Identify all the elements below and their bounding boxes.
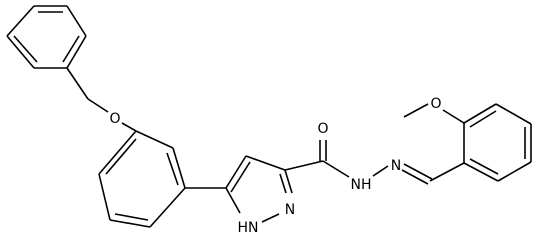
bond [429,162,465,182]
bond [469,158,499,175]
bond [105,138,137,175]
bond [66,35,87,69]
bond [372,165,389,177]
bond [322,160,350,178]
bond [109,219,151,228]
bond [230,161,251,193]
bond [497,161,532,182]
bond [401,169,429,185]
bond [114,213,149,221]
bond [62,35,80,63]
bond [13,35,38,63]
bond [98,130,137,175]
bond [261,213,280,223]
bond [66,5,87,37]
bond [121,122,137,132]
bond [495,103,532,125]
imine-n-label: N [391,158,401,174]
bond [166,152,179,186]
pyrazole-nh-label: HN [238,220,259,236]
bond [149,187,186,228]
bond [403,103,429,118]
bond [284,169,293,194]
bond [245,155,286,171]
ether-oxygen-label: O [109,111,120,127]
bond [135,130,174,149]
bond [284,160,324,171]
bond [6,35,35,69]
carbonyl-oxygen-label: O [317,121,328,137]
bond [98,173,111,221]
bond [87,98,109,113]
bond [225,155,247,189]
bond [225,187,241,214]
bond [279,173,287,194]
bond [172,147,186,189]
hydrazide-nh-label: NH [351,177,372,193]
bond [469,110,497,128]
bond [66,67,89,100]
atom-labels: O O O HN N NH N [109,96,441,236]
bond [442,109,465,124]
pyrazole-n-label: N [285,202,295,218]
bond [6,5,35,37]
bond [463,162,499,182]
bonds [6,5,532,228]
bond [403,163,433,180]
bond [463,103,497,124]
methoxy-oxygen-label: O [430,96,441,112]
